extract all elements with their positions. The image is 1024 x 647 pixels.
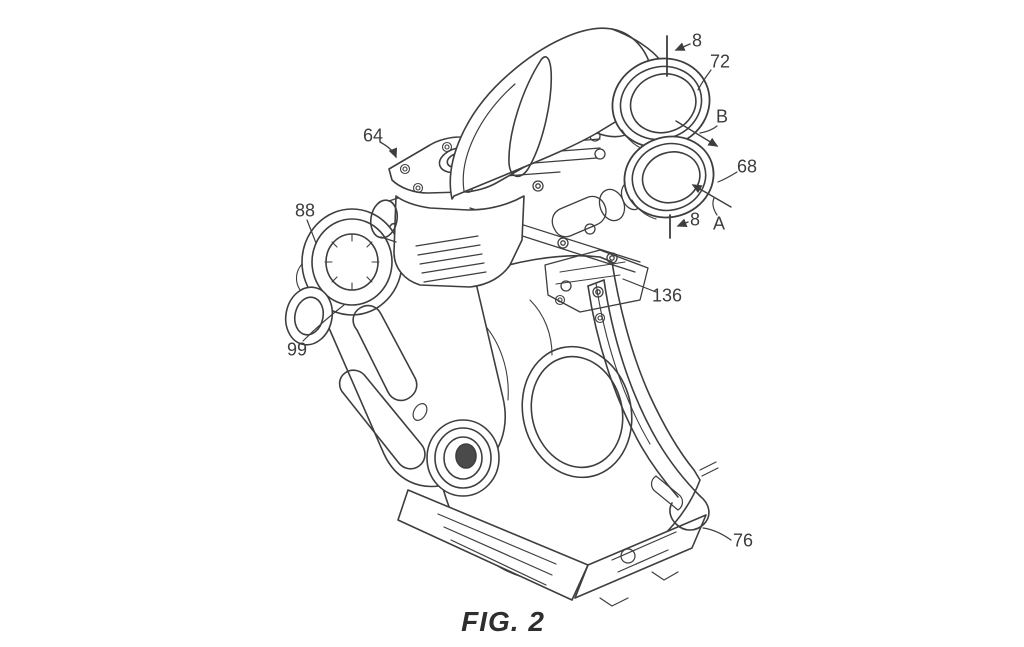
ref-label-72: 72 — [709, 51, 731, 72]
intake-duct-72 — [611, 57, 711, 151]
leader-A — [712, 197, 718, 216]
leader-99 — [302, 304, 345, 342]
leader-8-bottom — [676, 218, 689, 228]
bracket-136 — [544, 249, 649, 313]
frame-member-76 — [587, 279, 719, 531]
ring-99 — [284, 263, 334, 346]
leader-68 — [717, 171, 738, 183]
ref-label-64: 64 — [362, 125, 384, 146]
throttle-body-cluster — [544, 181, 649, 313]
ref-label-99: 99 — [286, 339, 308, 360]
leader-72 — [697, 69, 712, 91]
intake-duct-68 — [623, 135, 715, 220]
leader-64 — [379, 141, 398, 159]
ref-label-136: 136 — [651, 285, 683, 306]
section-line-8-8 — [666, 35, 671, 239]
ref-label-8-top: 8 — [691, 30, 703, 51]
base-pan — [397, 489, 707, 607]
annotation-arrows — [302, 42, 738, 541]
snout — [369, 197, 399, 243]
end-boss-bearing — [426, 419, 500, 497]
leader-B — [699, 125, 718, 134]
ref-label-68: 68 — [736, 156, 758, 177]
flow-arrow-B — [675, 120, 719, 147]
ref-label-8-bottom: 8 — [689, 209, 701, 230]
leader-8-top — [674, 42, 691, 51]
leader-76 — [702, 527, 732, 541]
ref-label-B: B — [715, 106, 729, 127]
airbox-assembly — [449, 27, 661, 200]
leader-136 — [622, 278, 657, 293]
ref-label-A: A — [712, 213, 726, 234]
cooling-ribs — [415, 235, 487, 283]
flow-arrow-A — [691, 184, 732, 208]
leader-88 — [306, 219, 317, 244]
ref-label-76: 76 — [732, 530, 754, 551]
figure-caption: FIG. 2 — [461, 606, 545, 637]
ref-label-88: 88 — [294, 200, 316, 221]
